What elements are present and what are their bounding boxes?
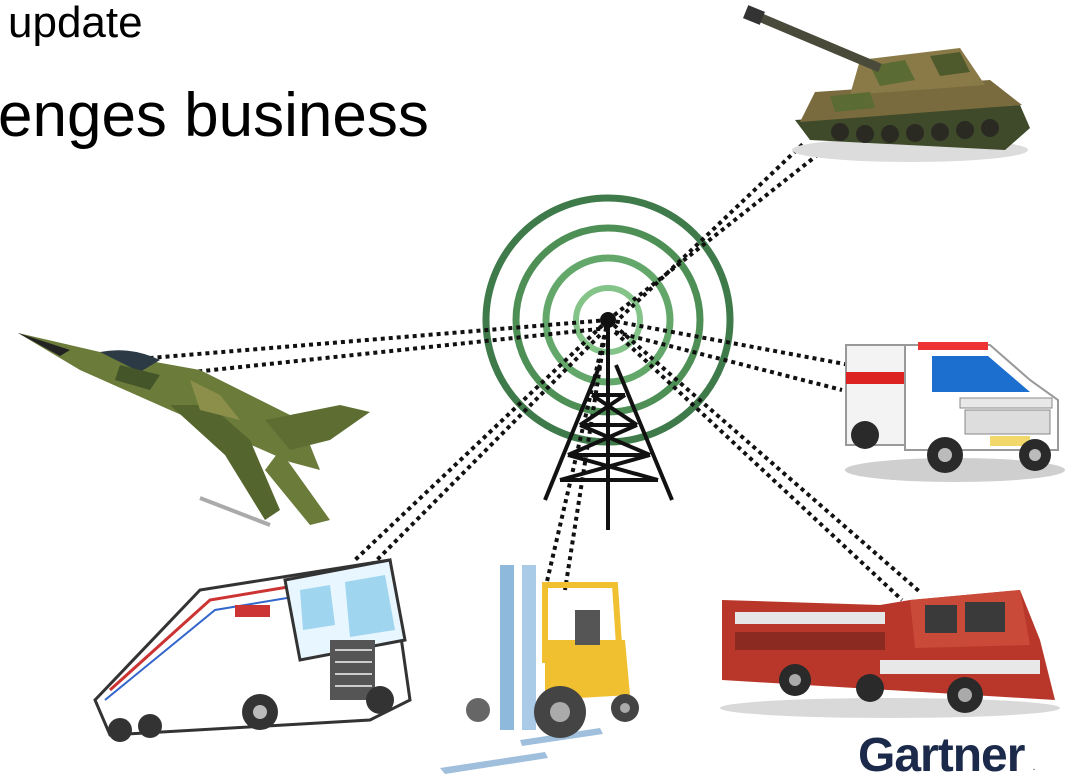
brand-name: Gartner bbox=[858, 729, 1025, 782]
jet-fighter-icon bbox=[18, 333, 370, 527]
brand-mark: . bbox=[1032, 762, 1036, 773]
tank-icon bbox=[743, 5, 1030, 162]
forklift-icon bbox=[440, 565, 639, 774]
gartner-logo: Gartner. bbox=[858, 728, 1035, 783]
slide-title-line-1: update bbox=[8, 0, 143, 47]
ambulance-icon bbox=[845, 342, 1065, 482]
fire-truck-icon bbox=[720, 590, 1060, 718]
slide-title-line-2: enges business bbox=[0, 81, 429, 150]
semi-truck-icon bbox=[93, 558, 412, 742]
radio-tower-icon bbox=[543, 312, 674, 530]
